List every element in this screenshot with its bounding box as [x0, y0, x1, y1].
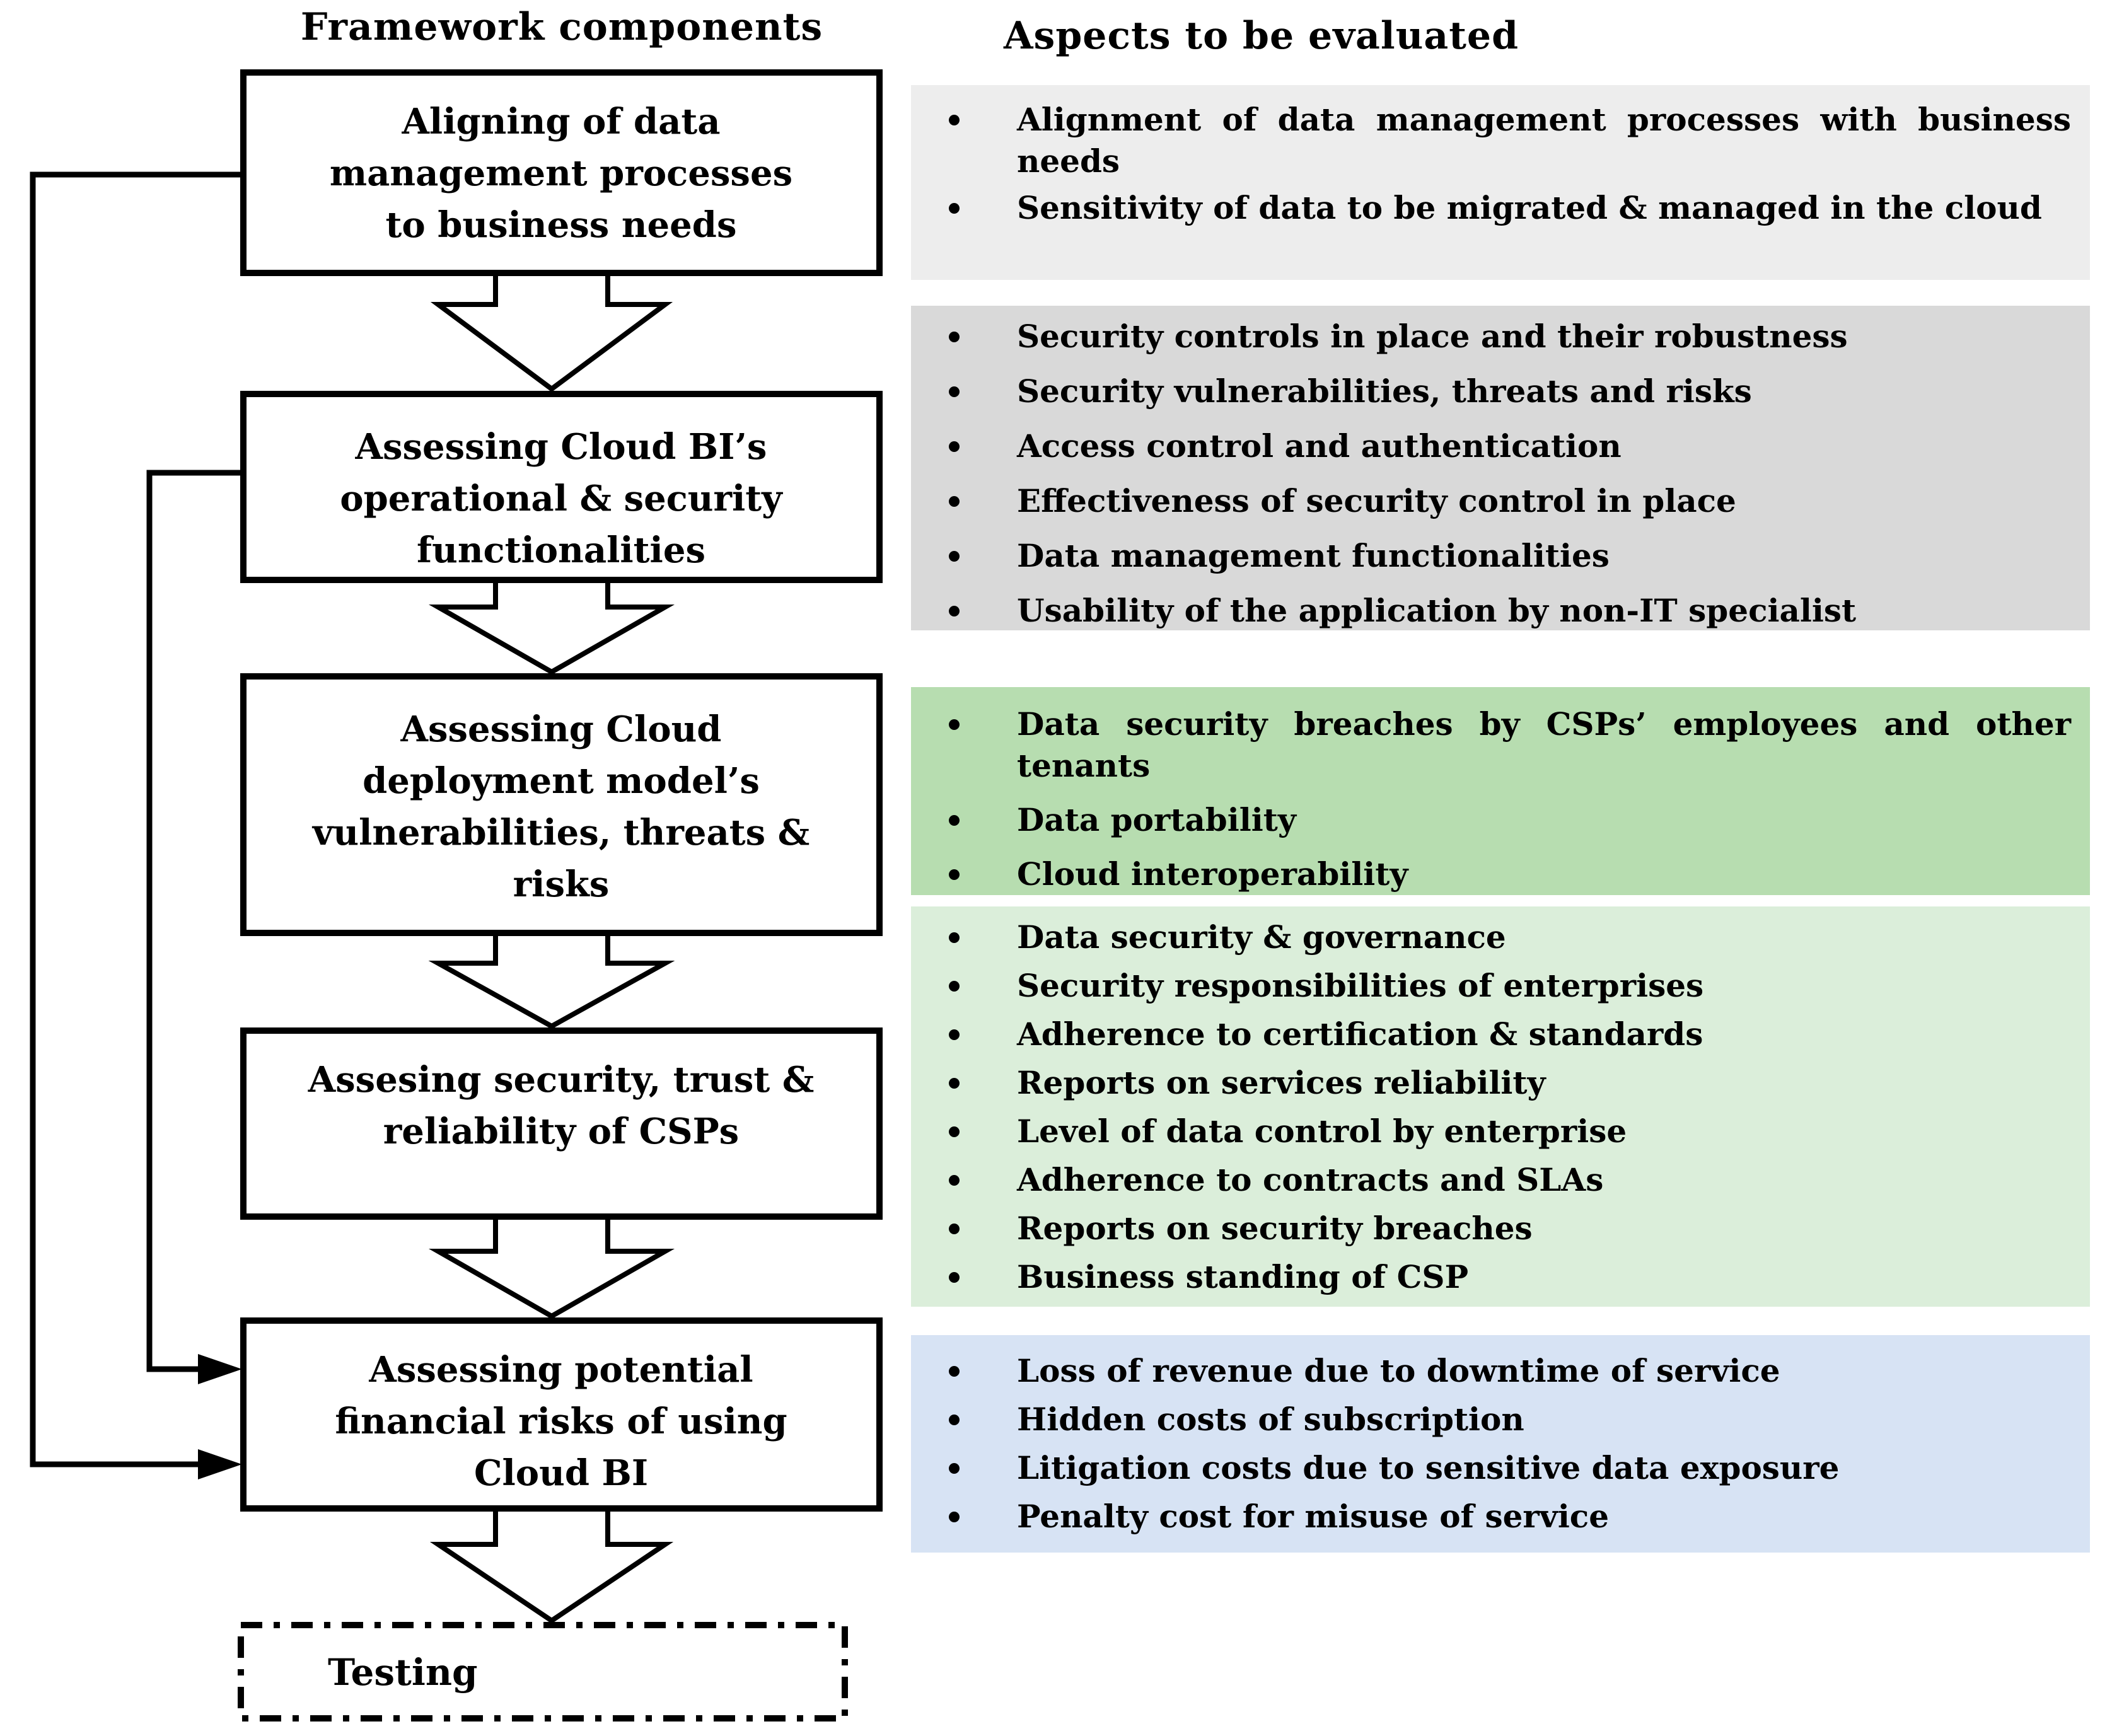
- list-item: Reports on security breaches: [911, 1208, 2090, 1249]
- bullet-icon: [949, 932, 960, 943]
- list-item: Security responsibilities of enterprises: [911, 965, 2090, 1007]
- bullet-icon: [949, 203, 960, 214]
- list-item-text: Security vulnerabilities, threats and ri…: [1017, 373, 1752, 410]
- feedback-line-box1-to-box5: [30, 171, 243, 1467]
- list-item: Alignment of data management processes w…: [911, 99, 2090, 182]
- bullet-icon: [949, 1175, 960, 1186]
- list-item: Usability of the application by non-IT s…: [911, 590, 2090, 632]
- list-item-text: Penalty cost for misuse of service: [1017, 1498, 1610, 1535]
- list-item-text: Effectiveness of security control in pla…: [1017, 482, 1736, 519]
- feedback-arrowhead-lower-icon: [198, 1449, 242, 1479]
- bullet-icon: [949, 332, 960, 342]
- list-item-text: Adherence to contracts and SLAs: [1017, 1161, 1604, 1198]
- down-arrow-3-icon: [428, 933, 675, 1029]
- list-item-text: Adherence to certification & standards: [1017, 1016, 1703, 1053]
- flow-box-2-outline: [240, 391, 883, 583]
- bullet-icon: [949, 606, 960, 616]
- list-item-text: Data security & governance: [1017, 918, 1506, 956]
- list-item-text: Reports on security breaches: [1017, 1210, 1533, 1247]
- flowchart-graphics: [30, 69, 883, 1722]
- list-item: Adherence to certification & standards: [911, 1014, 2090, 1055]
- list-item-text: Security controls in place and their rob…: [1017, 318, 1848, 355]
- list-item-text: Reports on services reliability: [1017, 1064, 1546, 1101]
- list-item: Data security breaches by CSPs’ employee…: [911, 703, 2090, 787]
- flow-box-4-outline: [240, 1027, 883, 1220]
- list-item: Effectiveness of security control in pla…: [911, 480, 2090, 522]
- list-item-text: Data portability: [1017, 801, 1296, 838]
- framework-components-header: Framework components: [300, 5, 823, 49]
- list-item-text: Access control and authentication: [1017, 427, 1622, 465]
- aspects-panel-financial-risks: Loss of revenue due to downtime of servi…: [911, 1335, 2090, 1553]
- bullet-icon: [949, 1512, 960, 1522]
- down-arrow-1-icon: [430, 273, 673, 392]
- flow-box-label-testing: Testing: [328, 1651, 478, 1694]
- bullet-icon: [949, 1415, 960, 1425]
- list-item-text: Hidden costs of subscription: [1017, 1401, 1524, 1438]
- list-item: Loss of revenue due to downtime of servi…: [911, 1350, 2090, 1392]
- bullet-icon: [949, 441, 960, 452]
- list-item: Security controls in place and their rob…: [911, 316, 2090, 357]
- flow-box-label-aligning: Aligning of data management processes to…: [329, 101, 793, 246]
- bullet-icon: [949, 1078, 960, 1089]
- list-item-text: Cloud interoperability: [1017, 855, 1408, 893]
- bullet-icon: [949, 1224, 960, 1234]
- list-item: Sensitivity of data to be migrated & man…: [911, 187, 2090, 229]
- flow-box-label-deployment-risks: Assessing Cloud deployment model’s vulne…: [312, 709, 810, 905]
- list-item: Data portability: [911, 799, 2090, 841]
- list-item: Penalty cost for misuse of service: [911, 1496, 2090, 1537]
- list-item-text: Usability of the application by non-IT s…: [1017, 592, 1857, 629]
- aspects-panel-deployment-risks: Data security breaches by CSPs’ employee…: [911, 687, 2090, 895]
- list-item: Security vulnerabilities, threats and ri…: [911, 371, 2090, 412]
- list-item-text: Data management functionalities: [1017, 537, 1610, 574]
- list-item-text: Litigation costs due to sensitive data e…: [1017, 1449, 1840, 1486]
- aspects-panel-csp-trust: Data security & governance Security resp…: [911, 906, 2090, 1307]
- list-item: Data management functionalities: [911, 535, 2090, 577]
- down-arrow-2-icon: [428, 580, 675, 675]
- list-item-text: Alignment of data management processes w…: [1017, 101, 2071, 180]
- list-item-text: Sensitivity of data to be migrated & man…: [1017, 189, 2042, 226]
- bullet-icon: [949, 1029, 960, 1040]
- list-item: Level of data control by enterprise: [911, 1111, 2090, 1152]
- list-item: Reports on services reliability: [911, 1062, 2090, 1104]
- bullet-icon: [949, 496, 960, 507]
- bullet-icon: [949, 386, 960, 397]
- bullet-icon: [949, 1272, 960, 1283]
- bullet-icon: [949, 815, 960, 826]
- bullet-icon: [949, 719, 960, 730]
- flow-box-label-trust-reliability: Assesing security, trust & reliability o…: [308, 1059, 815, 1152]
- list-item: Business standing of CSP: [911, 1256, 2090, 1298]
- flow-box-1-outline: [240, 69, 883, 276]
- list-item-text: Level of data control by enterprise: [1017, 1113, 1627, 1150]
- list-item-text: Security responsibilities of enterprises: [1017, 967, 1704, 1004]
- list-item-text: Data security breaches by CSPs’ employee…: [1017, 705, 2071, 784]
- list-item: Cloud interoperability: [911, 854, 2090, 895]
- list-item: Data security & governance: [911, 917, 2090, 958]
- flow-box-label-operational-security: Assessing Cloud BI’s operational & secur…: [340, 426, 782, 571]
- bullet-icon: [949, 1366, 960, 1377]
- flow-box-3-outline: [240, 673, 883, 936]
- list-item: Hidden costs of subscription: [911, 1399, 2090, 1440]
- feedback-arrowhead-upper-icon: [198, 1354, 242, 1384]
- bullet-icon: [949, 551, 960, 562]
- bullet-icon: [949, 115, 960, 125]
- aspects-evaluated-header: Aspects to be evaluated: [1004, 14, 1519, 58]
- feedback-line-box2-to-box5: [146, 470, 243, 1372]
- down-arrow-4-icon: [428, 1217, 675, 1319]
- down-arrow-5-icon: [429, 1508, 674, 1624]
- bullet-icon: [949, 869, 960, 880]
- list-item: Access control and authentication: [911, 425, 2090, 467]
- flow-box-5-outline: [240, 1317, 883, 1512]
- aspects-panel-alignment: Alignment of data management processes w…: [911, 85, 2090, 280]
- list-item: Litigation costs due to sensitive data e…: [911, 1447, 2090, 1489]
- list-item-text: Loss of revenue due to downtime of servi…: [1017, 1352, 1780, 1389]
- bullet-icon: [949, 981, 960, 992]
- list-item: Adherence to contracts and SLAs: [911, 1159, 2090, 1201]
- bullet-icon: [949, 1463, 960, 1474]
- flow-box-label-financial-risks: Assessing potential financial risks of u…: [335, 1349, 787, 1494]
- testing-box-outline: [238, 1622, 848, 1722]
- aspects-panel-operational-security: Security controls in place and their rob…: [911, 306, 2090, 630]
- list-item-text: Business standing of CSP: [1017, 1258, 1469, 1295]
- bullet-icon: [949, 1126, 960, 1137]
